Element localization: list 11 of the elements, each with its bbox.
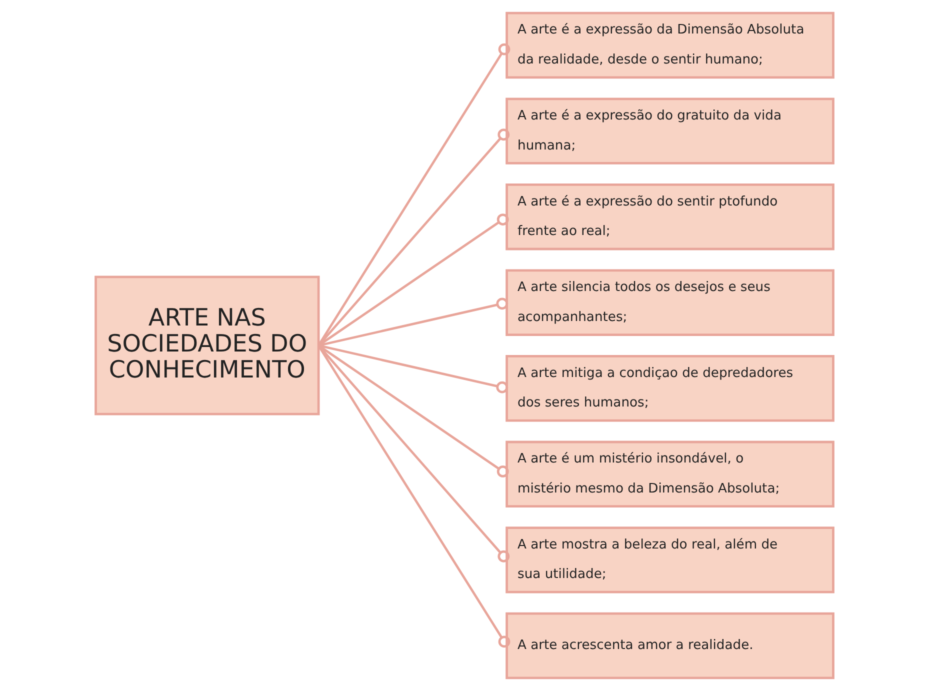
connector xyxy=(317,344,510,648)
node-box: ARTE NAS SOCIEDADES DO CONHECIMENTO xyxy=(94,276,320,416)
node-box: A arte silencia todos os desejos e seus acompanhantes; xyxy=(505,269,834,336)
node-box: A arte é a expressão do gratuito da vida humana; xyxy=(505,98,834,164)
node-box: A arte é a expressão da Dimensão Absoluta da realidade, desde o sentir humano; xyxy=(505,12,834,79)
node-box: A arte é a expressão do sentir ptofundo frente ao real; xyxy=(505,183,834,250)
node-box: A arte mitiga a condiçao de depredadores dos seres humanos; xyxy=(505,355,834,422)
node-box: A arte é um mistério insondável, o mistério mesmo da Dimensão Absoluta; xyxy=(505,440,834,508)
connector xyxy=(317,43,510,346)
node-box: A arte mostra a beleza do real, além de sua utilidade; xyxy=(505,526,834,594)
node-box: A arte acrescenta amor a realidade. xyxy=(505,612,834,680)
